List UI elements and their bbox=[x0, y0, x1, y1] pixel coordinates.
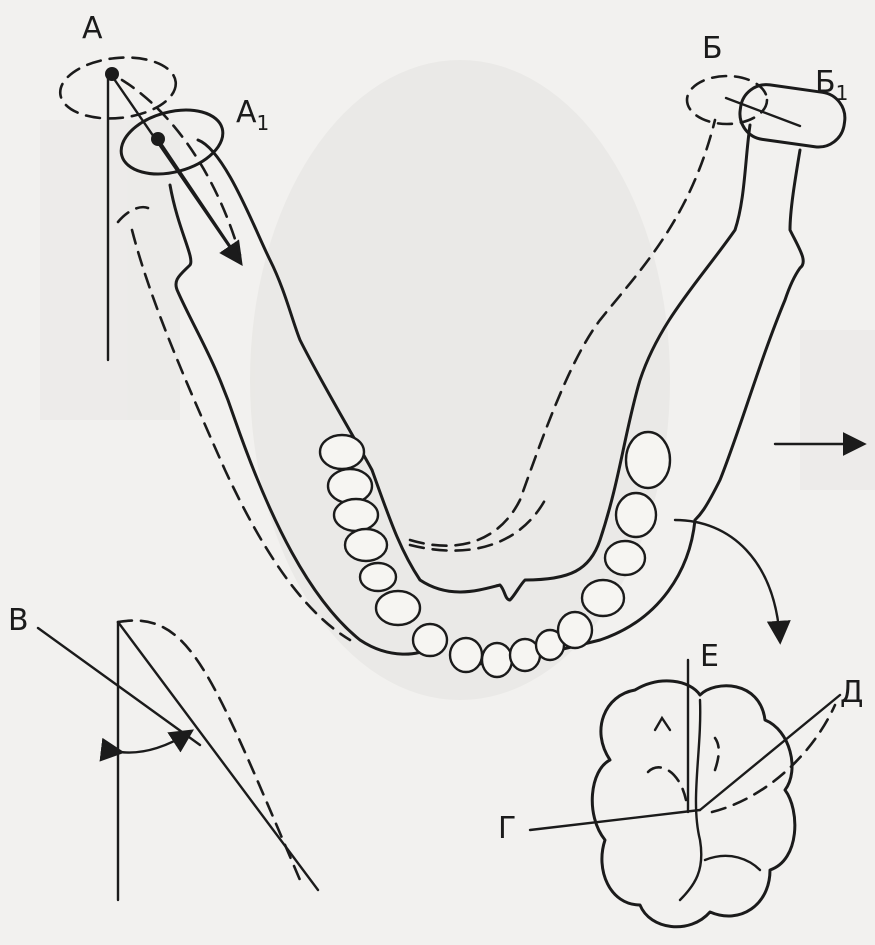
line-b-b1 bbox=[726, 98, 800, 126]
tooth bbox=[413, 624, 447, 656]
tooth bbox=[605, 541, 645, 575]
tooth bbox=[320, 435, 364, 469]
label-b: Б bbox=[702, 31, 723, 66]
label-a: А bbox=[82, 11, 103, 46]
condyle-b-dashed bbox=[687, 76, 767, 124]
label-a1: А1 bbox=[236, 95, 269, 135]
tooth bbox=[376, 591, 420, 625]
tooth bbox=[626, 432, 670, 488]
tooth bbox=[482, 643, 512, 677]
background-skull-ghost bbox=[40, 60, 875, 700]
tooth bbox=[328, 469, 372, 503]
molar-inner-dash bbox=[715, 738, 719, 770]
label-v: В bbox=[8, 603, 29, 638]
molar-groove bbox=[680, 700, 701, 900]
tooth bbox=[360, 563, 396, 591]
tooth bbox=[616, 493, 656, 537]
molar-detail bbox=[530, 660, 840, 927]
tooth bbox=[345, 529, 387, 561]
label-e: Е bbox=[700, 639, 719, 674]
label-d: Д bbox=[840, 675, 863, 710]
label-b1: Б1 bbox=[815, 65, 848, 105]
molar-cusp-mark bbox=[655, 718, 670, 730]
tooth bbox=[450, 638, 482, 672]
label-g: Г bbox=[498, 811, 516, 846]
tooth bbox=[334, 499, 378, 531]
molar-dashed-d bbox=[712, 705, 835, 812]
tooth bbox=[558, 612, 592, 648]
angle-arc bbox=[120, 732, 190, 753]
angle-inset bbox=[38, 621, 318, 900]
molar-dashed-cusp bbox=[648, 767, 686, 800]
line-g bbox=[530, 810, 700, 830]
line-d bbox=[700, 695, 840, 810]
tooth bbox=[582, 580, 624, 616]
molar-outline bbox=[592, 681, 795, 927]
molar-groove-2 bbox=[705, 856, 760, 870]
